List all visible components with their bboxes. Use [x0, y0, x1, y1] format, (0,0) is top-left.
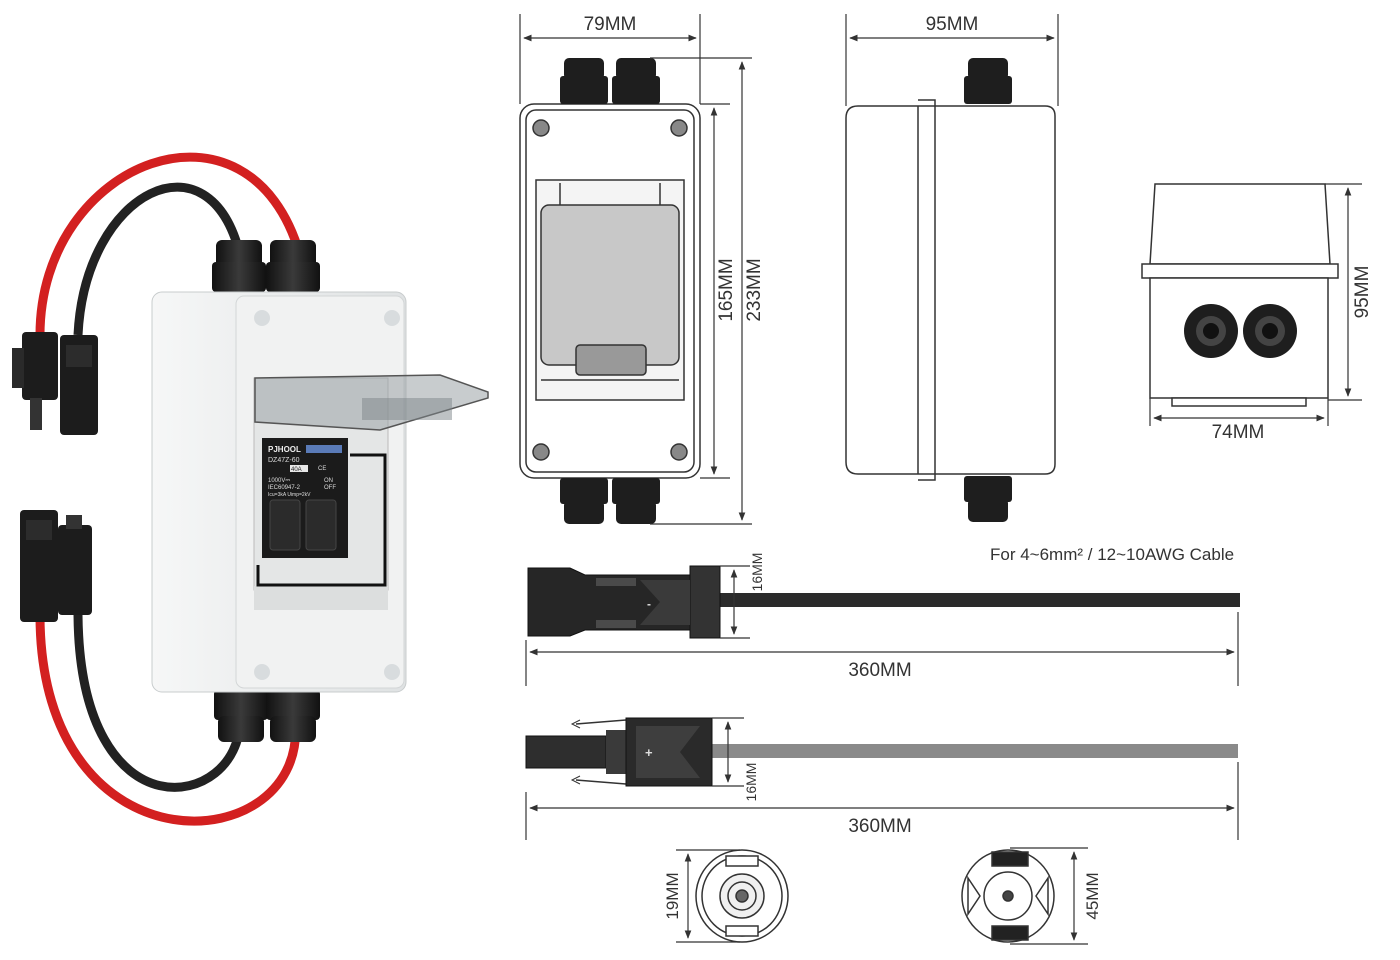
breaker: PJHOOL DZ47Z-60 40A CE 1000V⎓ ON IEC6094… [262, 438, 348, 558]
female-face-dia-label: 45MM [1083, 872, 1102, 919]
gland-top-right [266, 240, 320, 292]
breaker-marks: CE [318, 466, 326, 472]
breaker-state-on: ON [324, 478, 333, 484]
breaker-spec-2: IEC60947-2 [268, 485, 301, 491]
female-cable-len-label: 360MM [848, 660, 911, 681]
end-view-ports [1184, 304, 1297, 358]
female-connector-symbol: - [647, 597, 651, 611]
male-face-dia-label: 19MM [663, 872, 682, 919]
male-face-drawing [695, 849, 789, 943]
inner-height-label: 165MM [716, 258, 737, 321]
breaker-spec-1: 1000V⎓ [268, 478, 290, 484]
end-width-label: 74MM [1212, 422, 1265, 443]
side-view-glands [964, 58, 1012, 522]
black-wire-top [73, 182, 245, 336]
cable-note: For 4~6mm² / 12~10AWG Cable [990, 545, 1234, 564]
front-view-drawing [519, 103, 701, 479]
mc4-connector-bottom [20, 510, 92, 622]
side-width-label: 95MM [926, 14, 979, 35]
mc4-connector-top [12, 332, 98, 435]
breaker-state-off: OFF [324, 485, 336, 491]
breaker-toggle-left [269, 499, 301, 551]
male-connector-drawing: + [525, 717, 1238, 787]
side-view-drawing [845, 99, 1056, 481]
female-connector-drawing: - [527, 565, 1240, 639]
gland-bottom-right [266, 690, 320, 742]
breaker-rating: 40A [291, 467, 302, 473]
female-conn-dia-label: 16MM [749, 553, 765, 592]
total-height-label: 233MM [744, 258, 765, 321]
product-photo: PJHOOL DZ47Z-60 40A CE 1000V⎓ ON IEC6094… [12, 152, 489, 826]
gland-bottom-left [214, 690, 268, 742]
female-face-drawing [961, 849, 1055, 943]
breaker-spec-3: Icu=3kA Uimp=2kV [268, 492, 311, 498]
black-wire-bottom [73, 614, 245, 792]
end-height-label: 95MM [1352, 266, 1373, 319]
red-wire-top [35, 152, 305, 336]
gland-top-left [212, 240, 266, 292]
front-view-glands [560, 58, 660, 524]
breaker-brand: PJHOOL [268, 445, 301, 454]
red-wire-bottom [35, 614, 301, 826]
breaker-toggle-right [305, 499, 337, 551]
front-width-label: 79MM [584, 14, 637, 35]
end-view-drawing [1141, 183, 1339, 407]
male-conn-dia-label: 16MM [743, 763, 759, 802]
breaker-model: DZ47Z-60 [268, 457, 300, 464]
male-cable-len-label: 360MM [848, 816, 911, 837]
male-connector-symbol: + [645, 745, 653, 760]
